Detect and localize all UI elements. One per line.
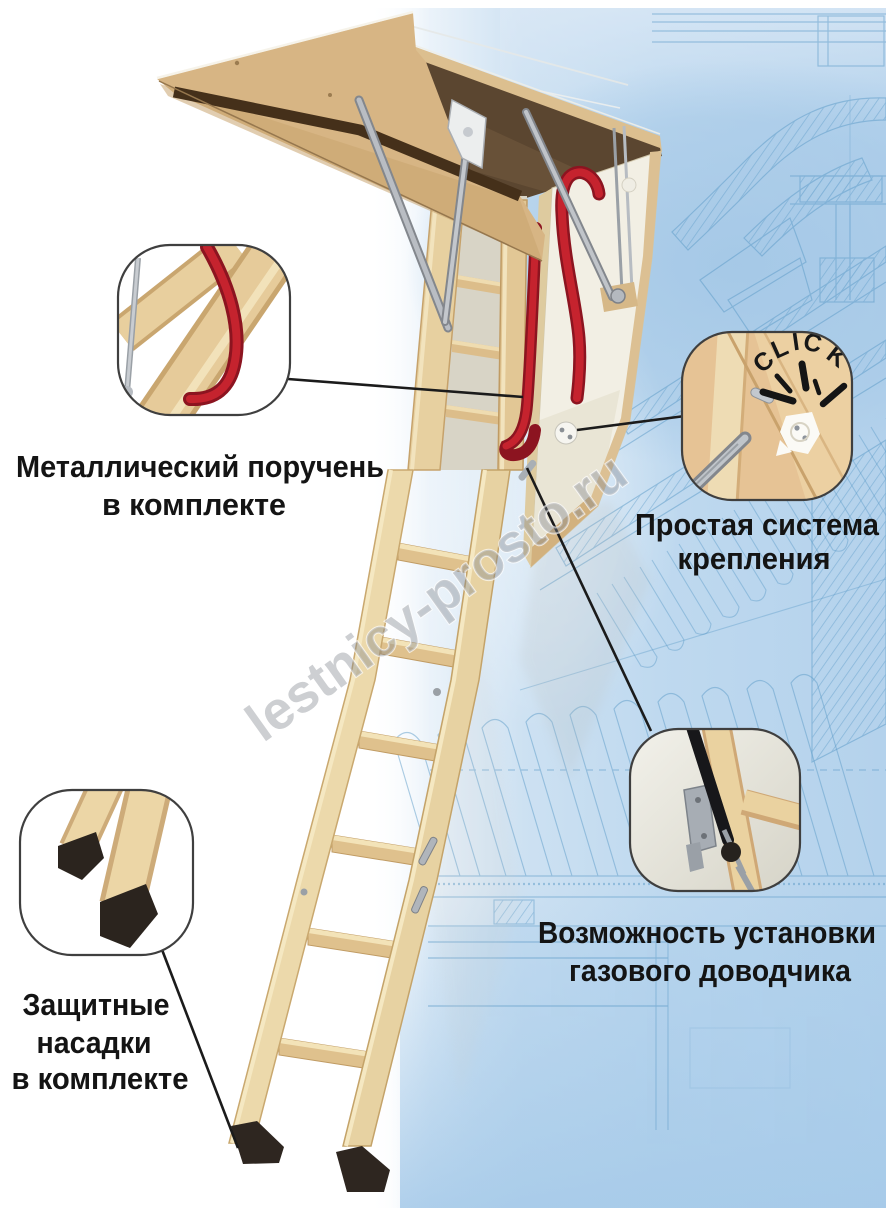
svg-text:насадки: насадки <box>37 1025 152 1060</box>
svg-text:в комплекте: в комплекте <box>12 1061 189 1096</box>
svg-text:C: C <box>801 328 824 359</box>
svg-text:I: I <box>790 328 801 357</box>
svg-text:Защитные: Защитные <box>23 987 170 1022</box>
svg-text:в комплекте: в комплекте <box>102 487 286 522</box>
svg-text:крепления: крепления <box>678 541 831 576</box>
svg-text:Металлический поручень: Металлический поручень <box>16 449 384 484</box>
svg-text:Простая система: Простая система <box>635 507 880 542</box>
svg-text:Возможность установки: Возможность установки <box>538 915 876 950</box>
svg-text:газового доводчика: газового доводчика <box>569 953 852 988</box>
